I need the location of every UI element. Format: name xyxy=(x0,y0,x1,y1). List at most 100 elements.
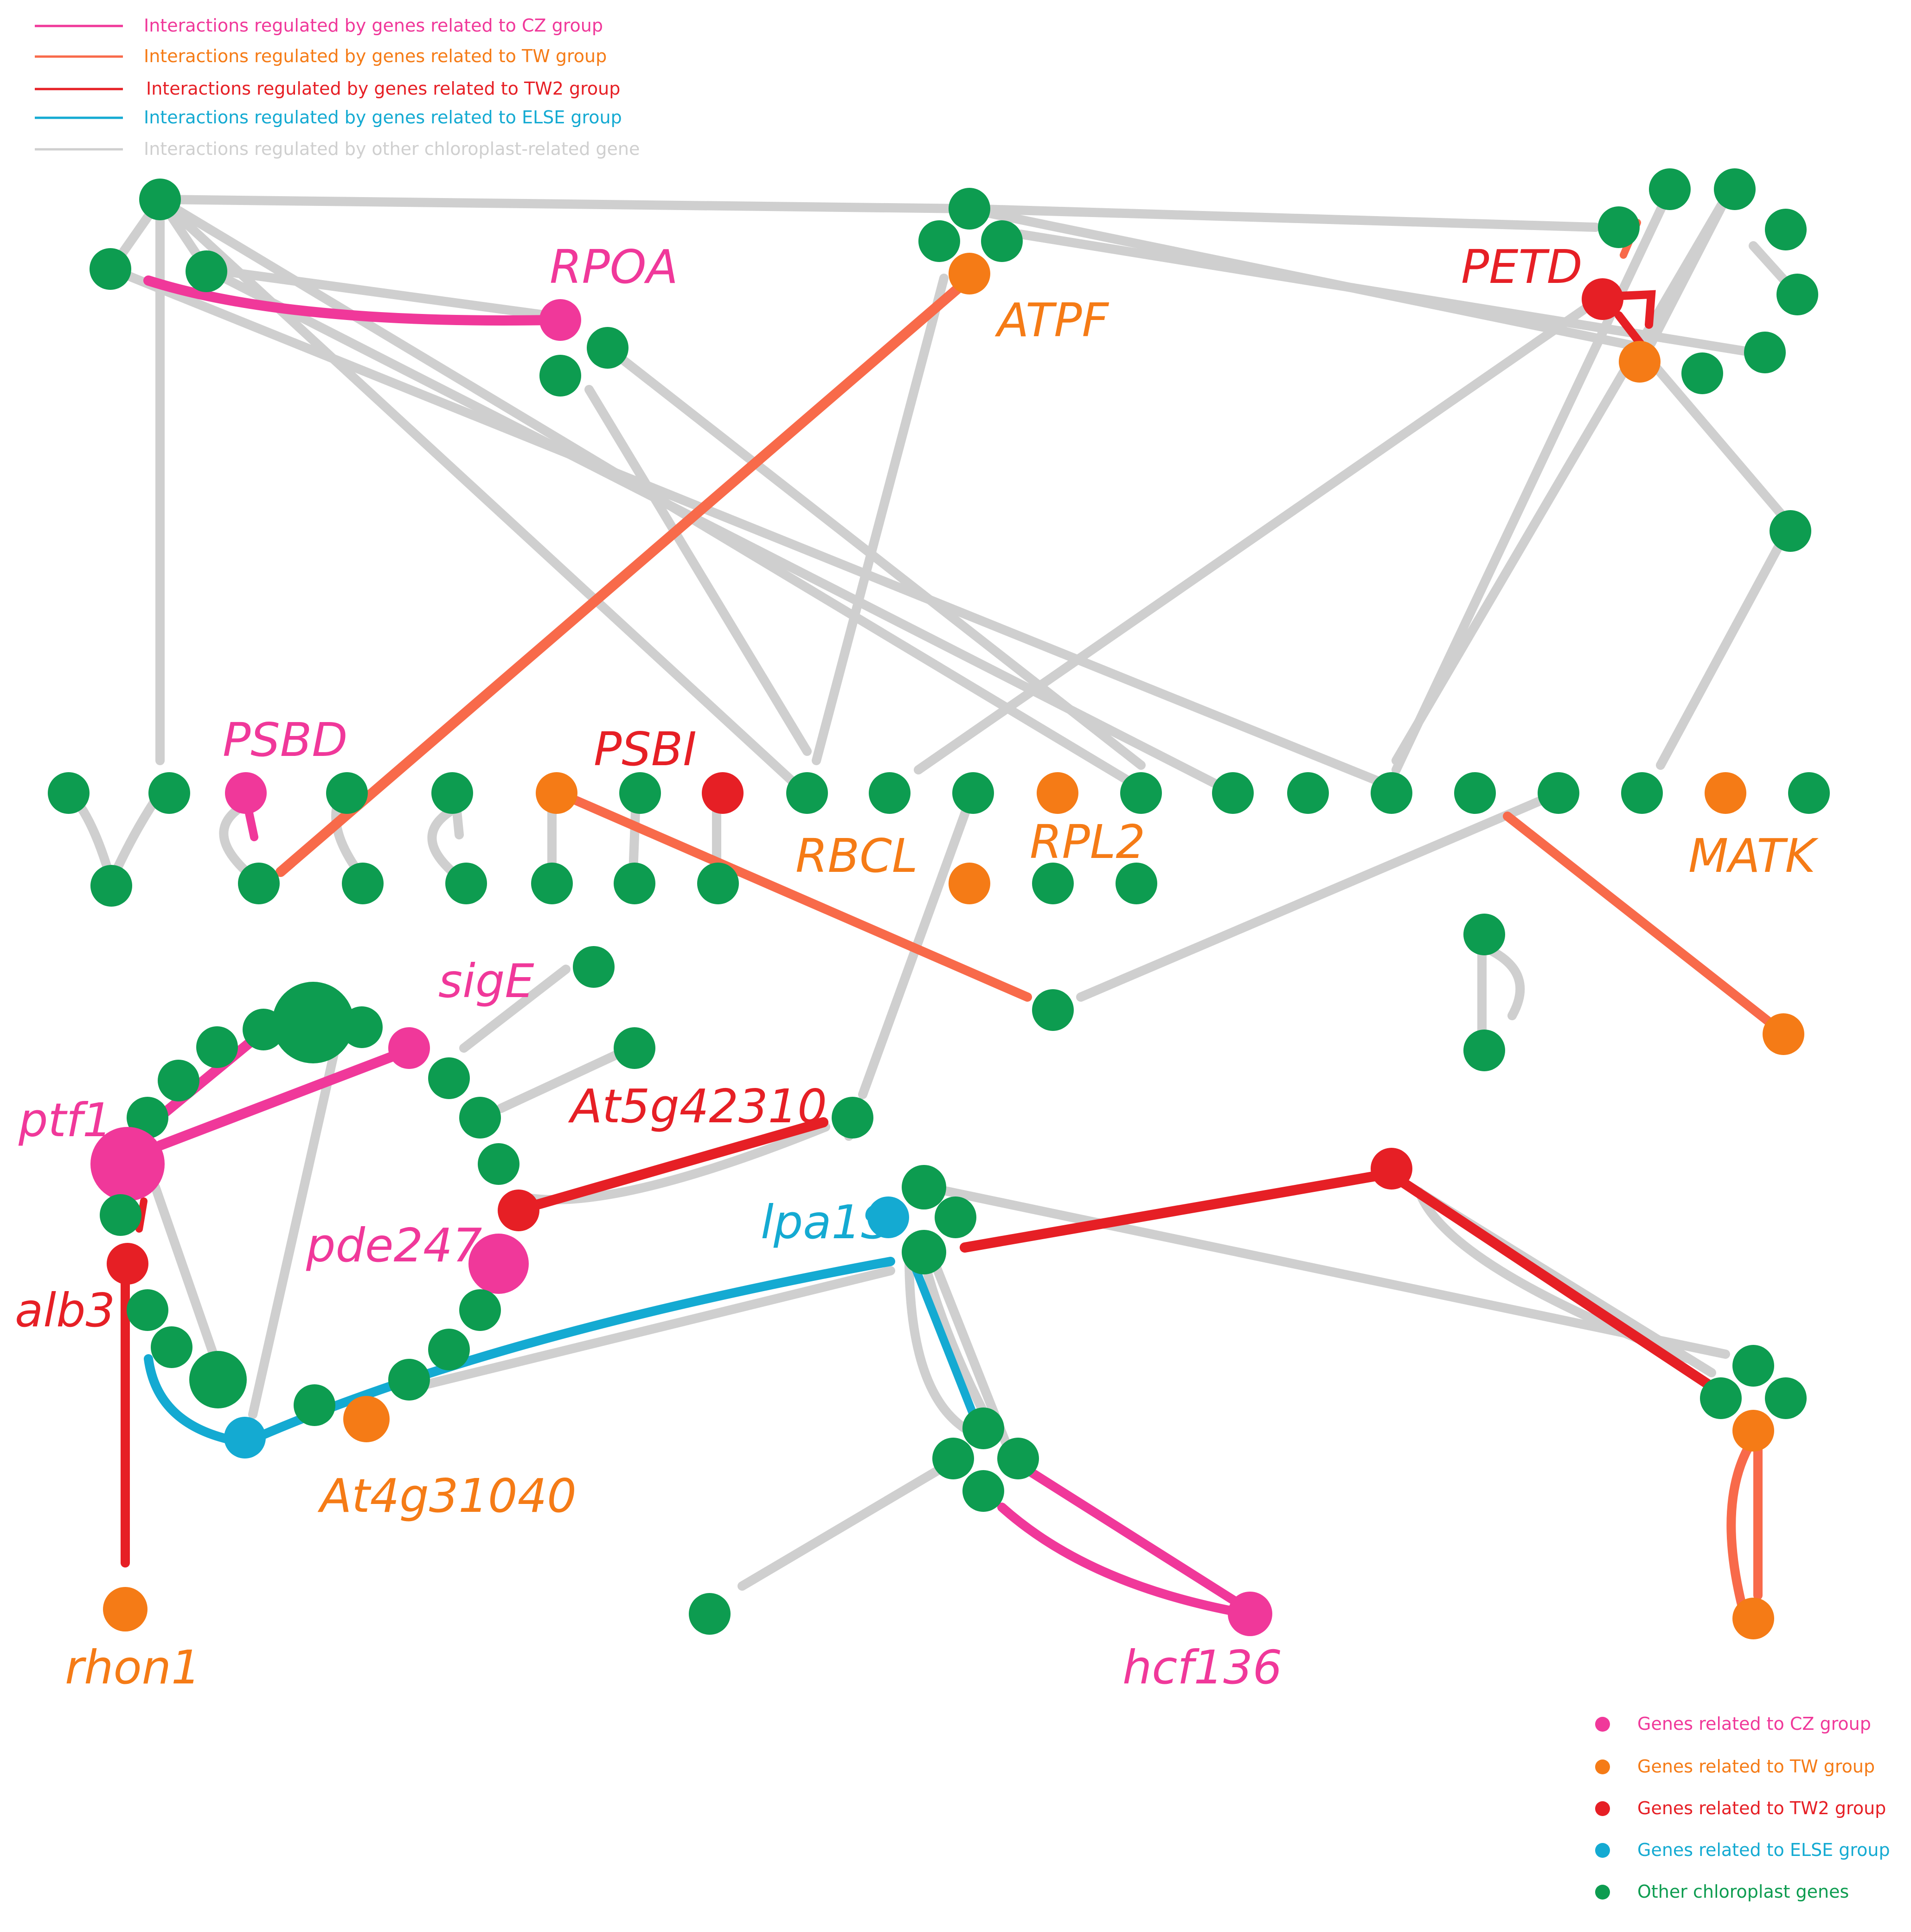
gene-node-rhon1[interactable] xyxy=(103,1587,147,1631)
gene-node[interactable] xyxy=(186,250,227,292)
gene-node[interactable] xyxy=(388,1359,430,1401)
gene-node[interactable] xyxy=(1744,332,1786,373)
gene-node[interactable] xyxy=(189,1351,247,1408)
gene-node[interactable] xyxy=(498,1190,539,1231)
gene-node[interactable] xyxy=(1463,1030,1505,1071)
gene-node[interactable] xyxy=(1463,914,1505,955)
gene-node[interactable] xyxy=(1732,1598,1774,1639)
gene-node[interactable] xyxy=(1714,168,1756,210)
gene-node[interactable] xyxy=(1120,772,1162,814)
gene-node-psbd[interactable] xyxy=(225,772,267,814)
gene-node[interactable] xyxy=(127,1289,168,1331)
gene-node-sige[interactable] xyxy=(388,1027,430,1069)
gene-node[interactable] xyxy=(1770,510,1811,552)
gene-node[interactable] xyxy=(478,1143,519,1185)
gene-node-matk[interactable] xyxy=(1705,772,1746,814)
gene-node[interactable] xyxy=(459,1097,501,1139)
gene-node[interactable] xyxy=(689,1593,731,1635)
gene-node[interactable] xyxy=(196,1026,238,1068)
gene-node[interactable] xyxy=(902,1230,946,1274)
gene-node[interactable] xyxy=(1287,772,1329,814)
gene-node[interactable] xyxy=(902,1165,946,1209)
gene-node-petd[interactable] xyxy=(1582,278,1623,320)
edge xyxy=(151,1183,218,1359)
gene-node[interactable] xyxy=(158,1060,199,1101)
gene-node[interactable] xyxy=(1212,772,1254,814)
gene-node[interactable] xyxy=(962,1470,1004,1512)
gene-node[interactable] xyxy=(918,220,960,262)
gene-node[interactable] xyxy=(1621,772,1663,814)
gene-node[interactable] xyxy=(243,1009,284,1050)
gene-node[interactable] xyxy=(428,1057,470,1099)
gene-node[interactable] xyxy=(341,1006,383,1048)
gene-node[interactable] xyxy=(151,1326,192,1368)
gene-node[interactable] xyxy=(1371,1148,1412,1190)
gene-node[interactable] xyxy=(90,248,131,290)
gene-node[interactable] xyxy=(1037,772,1078,814)
gene-node[interactable] xyxy=(224,1417,266,1459)
gene-node-hcf136[interactable] xyxy=(1228,1592,1272,1636)
gene-node[interactable] xyxy=(952,772,994,814)
gene-node[interactable] xyxy=(1454,772,1496,814)
gene-node[interactable] xyxy=(294,1384,335,1426)
gene-node[interactable] xyxy=(536,772,577,814)
gene-node[interactable] xyxy=(326,772,368,814)
gene-node[interactable] xyxy=(127,1097,168,1139)
gene-node[interactable] xyxy=(428,1329,470,1370)
gene-node-rpoa[interactable] xyxy=(539,299,581,341)
gene-node[interactable] xyxy=(148,772,190,814)
gene-node-psbi[interactable] xyxy=(702,772,744,814)
gene-node[interactable] xyxy=(342,863,384,904)
gene-node[interactable] xyxy=(697,863,739,904)
gene-node[interactable] xyxy=(587,327,628,369)
gene-node-pde247[interactable] xyxy=(468,1234,529,1294)
gene-node[interactable] xyxy=(1681,352,1723,394)
gene-node[interactable] xyxy=(997,1438,1039,1479)
gene-node[interactable] xyxy=(100,1194,141,1236)
gene-node[interactable] xyxy=(614,1027,655,1069)
gene-node[interactable] xyxy=(1765,1377,1807,1419)
gene-node[interactable] xyxy=(90,865,132,907)
gene-node[interactable] xyxy=(1700,1377,1742,1419)
gene-node[interactable] xyxy=(932,1438,974,1479)
gene-node-ptf1[interactable] xyxy=(90,1127,165,1201)
gene-node[interactable] xyxy=(1732,1410,1774,1452)
gene-node-at5g42310[interactable] xyxy=(832,1097,873,1139)
gene-node[interactable] xyxy=(1371,772,1412,814)
gene-node[interactable] xyxy=(949,188,990,230)
gene-node[interactable] xyxy=(981,220,1023,262)
gene-node-atpf[interactable] xyxy=(949,253,990,294)
gene-node[interactable] xyxy=(272,982,354,1063)
gene-node[interactable] xyxy=(962,1407,1004,1449)
gene-node[interactable] xyxy=(1538,772,1579,814)
gene-node[interactable] xyxy=(431,772,473,814)
gene-node[interactable] xyxy=(445,863,487,904)
gene-node[interactable] xyxy=(1765,209,1807,250)
gene-node[interactable] xyxy=(1788,772,1830,814)
gene-node-alb3[interactable] xyxy=(107,1243,148,1285)
gene-node[interactable] xyxy=(1032,989,1074,1031)
gene-node[interactable] xyxy=(48,772,90,814)
gene-node[interactable] xyxy=(139,179,181,220)
gene-node[interactable] xyxy=(1116,863,1157,904)
gene-node[interactable] xyxy=(1032,863,1074,904)
gene-node[interactable] xyxy=(614,863,655,904)
gene-node[interactable] xyxy=(619,772,661,814)
gene-node[interactable] xyxy=(1732,1345,1774,1387)
gene-node-at4g31040[interactable] xyxy=(343,1396,390,1442)
gene-node[interactable] xyxy=(238,863,280,904)
gene-node-rbcl[interactable] xyxy=(949,863,990,904)
gene-node[interactable] xyxy=(869,772,911,814)
gene-node[interactable] xyxy=(1598,206,1640,248)
gene-node[interactable] xyxy=(539,355,581,397)
gene-node[interactable] xyxy=(573,946,615,988)
gene-node[interactable] xyxy=(1649,168,1691,210)
gene-node-lpa1[interactable] xyxy=(867,1196,909,1238)
gene-node[interactable] xyxy=(1619,341,1661,383)
gene-node[interactable] xyxy=(1776,274,1818,315)
gene-node[interactable] xyxy=(1763,1013,1804,1055)
gene-node[interactable] xyxy=(935,1196,976,1238)
gene-node[interactable] xyxy=(459,1289,501,1331)
gene-node[interactable] xyxy=(531,863,573,904)
gene-node[interactable] xyxy=(786,772,828,814)
